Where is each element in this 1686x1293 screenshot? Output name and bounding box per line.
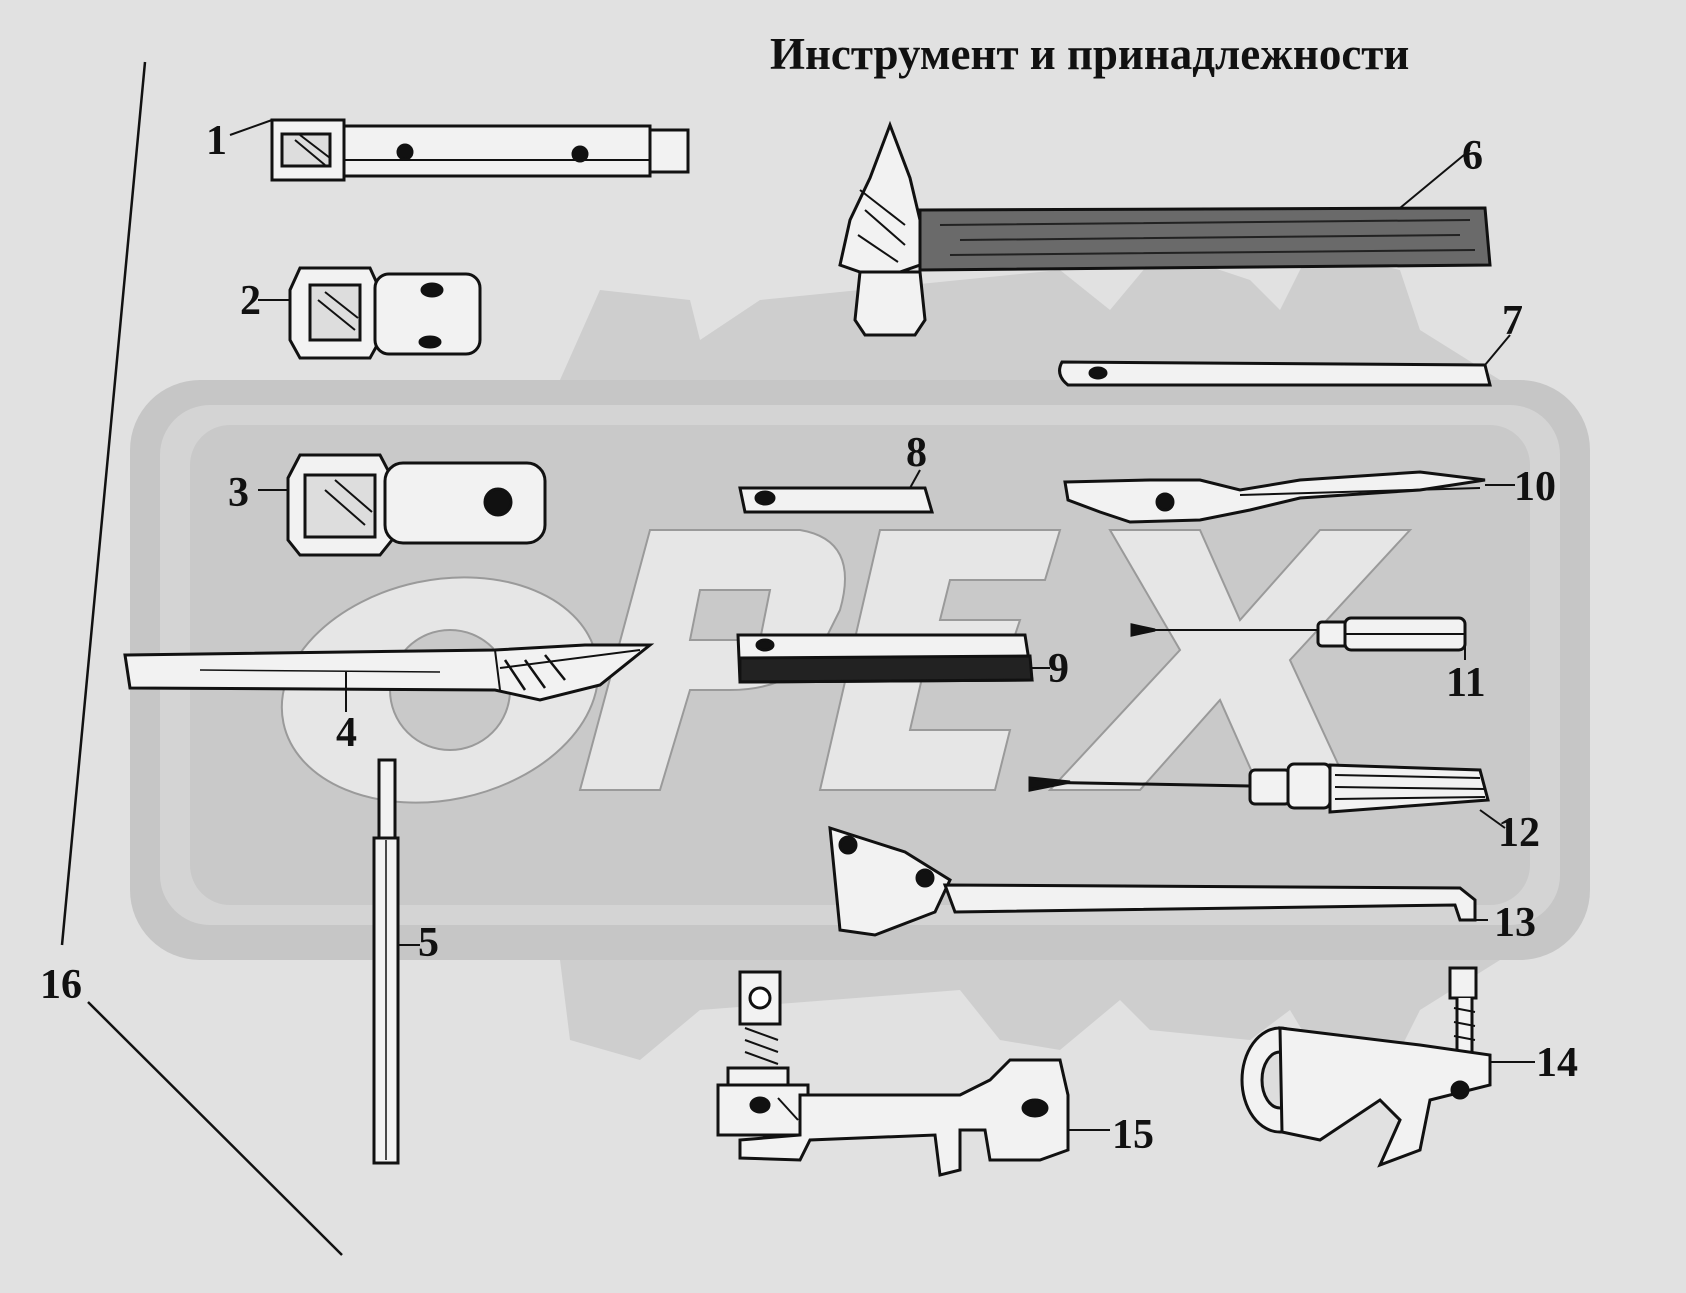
tool-8-plate <box>738 469 934 514</box>
callout-5: 5 <box>418 920 439 966</box>
callout-15: 15 <box>1112 1112 1154 1158</box>
callout-10: 10 <box>1514 464 1556 510</box>
tool-1-box-wrench <box>229 118 690 182</box>
callout-8: 8 <box>906 430 927 476</box>
tool-12-screwdriver <box>1028 762 1506 829</box>
callout-6: 6 <box>1462 133 1483 179</box>
callout-9: 9 <box>1048 646 1069 692</box>
tool-2-socket <box>258 266 482 360</box>
tool-15-adjustable-wrench <box>716 970 1110 1177</box>
callout-4: 4 <box>336 710 357 756</box>
callout-14: 14 <box>1536 1040 1578 1086</box>
tool-9-bar <box>736 633 1050 684</box>
tool-11-screwdriver <box>1130 616 1467 660</box>
callout-12: 12 <box>1498 810 1540 856</box>
callout-1: 1 <box>206 118 227 164</box>
bag-outline-16 <box>60 61 343 1256</box>
tool-14-clamp <box>1240 966 1535 1168</box>
tool-13-wheel-wrench <box>828 825 1488 937</box>
callout-16: 16 <box>40 962 82 1008</box>
tool-10-pliers <box>1063 470 1515 524</box>
tool-6-hammer <box>838 120 1492 337</box>
tool-5-drift <box>372 758 420 1165</box>
callout-13: 13 <box>1494 900 1536 946</box>
tool-3-socket <box>258 453 547 557</box>
callout-7: 7 <box>1502 298 1523 344</box>
callout-11: 11 <box>1446 660 1486 706</box>
tool-7-feeler-strip <box>1058 334 1511 387</box>
page-title: Инструмент и принадлежности <box>770 29 1410 79</box>
callout-3: 3 <box>228 470 249 516</box>
callout-2: 2 <box>240 278 261 324</box>
tool-4-lever <box>123 643 655 712</box>
